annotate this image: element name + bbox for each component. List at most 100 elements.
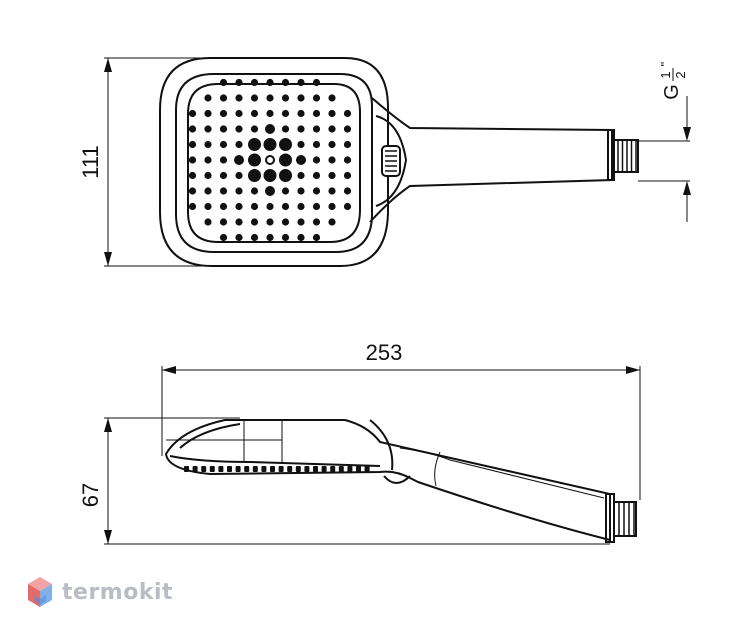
side-nozzle [338,466,344,472]
side-nozzle [209,466,215,472]
nozzle [343,187,352,195]
nozzle [343,202,352,211]
nozzle [328,156,336,164]
nozzle [248,153,261,167]
nozzle [297,125,305,133]
nozzle [312,187,321,195]
nozzle [328,109,336,118]
thread-inch-mark: " [658,61,673,66]
nozzle [281,233,290,242]
side-nozzle [313,466,318,472]
nozzle [250,78,259,87]
nozzle [328,218,336,226]
nozzle [188,156,197,164]
nozzle [235,233,243,242]
side-head-outline [164,419,611,542]
nozzle [297,218,305,226]
nozzle [312,125,321,133]
nozzle [219,109,228,118]
arrow-head-67-bottom [104,530,112,544]
nozzle [296,155,306,165]
nozzle [204,125,212,133]
nozzle [312,156,321,164]
nozzle [297,202,305,211]
nozzle [266,109,274,118]
nozzle [266,218,274,226]
nozzle [188,140,197,149]
side-nozzle [330,466,336,472]
nozzle [328,187,336,195]
nozzle [204,140,212,149]
side-nozzle [192,466,198,472]
arrow-head-111-bottom [104,252,112,266]
nozzle [328,171,336,180]
thread-prefix: G [661,84,683,100]
nozzle [250,233,259,242]
nozzle [312,233,321,242]
side-nozzle [295,466,301,472]
nozzle [219,94,228,102]
brand-watermark: termokit [26,572,173,612]
dim-label-67: 67 [78,483,103,507]
side-nozzle [218,466,224,472]
side-nozzle [278,466,284,472]
nozzle [248,138,261,151]
nozzle [343,125,352,133]
nozzle [312,140,321,149]
side-head-inner [179,423,241,449]
nozzle [281,218,290,226]
thread-lines [617,140,637,172]
head-inner [175,73,373,253]
nozzle [328,140,336,149]
nozzle [250,109,259,118]
nozzle [235,171,243,180]
nozzle [281,125,290,133]
nozzle [312,109,321,118]
nozzle [204,94,212,102]
arrow-head-thread-bottom [683,181,691,195]
side-nozzle [244,466,250,472]
nozzle [204,156,212,164]
nozzle [235,78,243,87]
nozzle [188,109,197,118]
nozzle [266,78,274,87]
mode-button [381,145,401,177]
side-handle-edge-2 [434,451,441,487]
nozzle [219,187,228,195]
nozzle [281,78,290,87]
nozzle [219,233,228,242]
side-button-housing [369,419,394,471]
side-dimensions [104,366,641,545]
brand-name: termokit [62,579,174,605]
hexagon-logo-icon [28,577,52,607]
nozzle [343,140,352,149]
front-view [159,57,639,267]
nozzle [281,109,290,118]
face-plate [187,83,361,243]
nozzle [204,109,212,118]
side-view [164,419,637,543]
arrow-head-111-top [104,58,112,72]
nozzle [235,218,243,226]
side-nozzle [364,466,370,472]
head-outer [159,57,389,267]
nozzle [188,202,197,211]
nozzle [281,202,290,211]
nozzle [250,187,259,195]
nozzle [297,140,305,149]
nozzle [297,78,305,87]
nozzle [235,109,243,118]
side-nozzle [347,466,353,472]
nozzle [279,153,292,167]
side-detail-lines [166,420,605,499]
nozzle [204,171,212,180]
nozzle [312,78,321,87]
arrow-head-thread-top [683,127,691,141]
side-nozzle [270,466,275,472]
nozzle [297,233,305,242]
nozzle [343,171,352,180]
side-thread-lines [618,502,635,536]
side-handle-edge [399,447,605,499]
side-nozzle [252,466,258,472]
